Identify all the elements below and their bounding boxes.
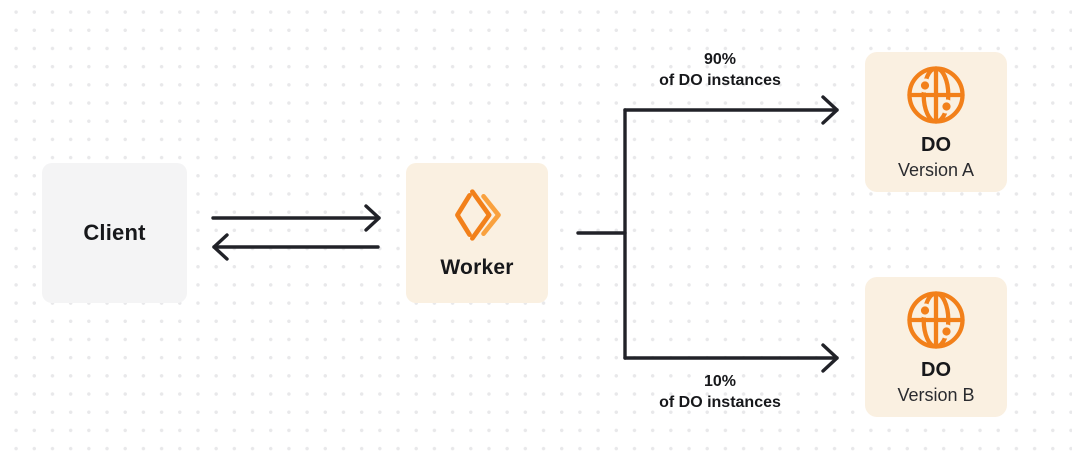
fork-bottom-arrowhead-icon	[821, 343, 839, 373]
split-top-percent: 90%	[703, 51, 737, 68]
client-node: Client	[42, 163, 187, 303]
split-bottom-caption: of DO instances	[659, 394, 781, 411]
worker-node: Worker	[406, 163, 548, 303]
split-top-caption: of DO instances	[659, 72, 781, 89]
split-bottom-percent: 10%	[703, 373, 737, 390]
split-top-label: 90% of DO instances	[600, 49, 840, 91]
do-version-b-sublabel: Version B	[897, 385, 975, 405]
durable-object-globe-icon	[907, 66, 965, 124]
worker-to-client-arrowhead-icon	[212, 233, 229, 261]
client-label: Client	[83, 220, 146, 245]
worker-label: Worker	[440, 255, 514, 279]
do-version-a-label: DO	[921, 134, 951, 156]
do-version-b-label: DO	[921, 359, 951, 381]
fork-top-arrowhead-icon	[821, 95, 839, 125]
do-version-b-node: DO Version B	[865, 277, 1007, 417]
durable-object-globe-icon	[907, 291, 965, 349]
client-to-worker-arrowhead-icon	[364, 204, 381, 232]
do-version-a-node: DO Version A	[865, 52, 1007, 192]
do-version-a-sublabel: Version A	[897, 160, 975, 180]
cloudflare-workers-logo-icon	[455, 188, 501, 241]
split-bottom-label: 10% of DO instances	[600, 371, 840, 413]
